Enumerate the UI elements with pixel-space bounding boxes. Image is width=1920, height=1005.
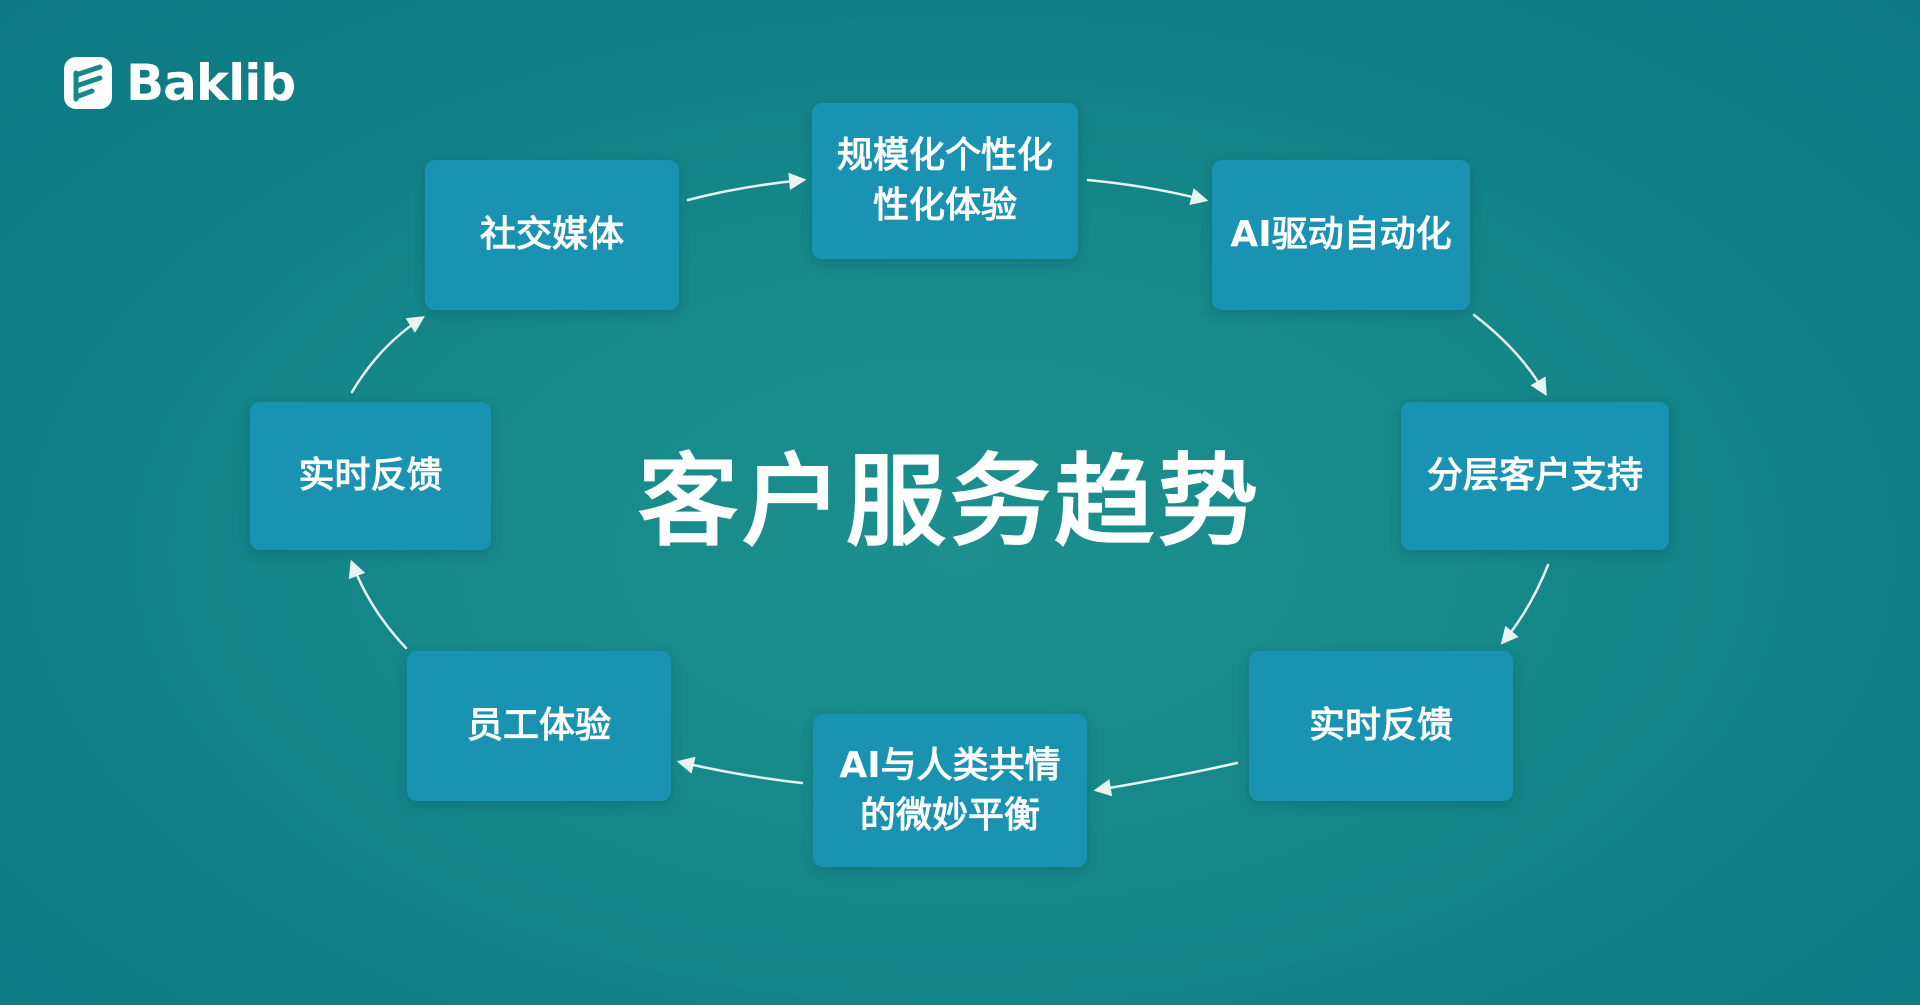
node-ai-empathy: AI与人类共情 的微妙平衡 bbox=[813, 714, 1087, 867]
arrow-social-to-personalization bbox=[686, 172, 807, 202]
node-employee-experience-label: 员工体验 bbox=[466, 705, 611, 746]
arrow-feedback-left-to-social bbox=[350, 316, 425, 394]
node-social-media-label: 社交媒体 bbox=[479, 214, 624, 255]
arrow-employee-to-feedback-left bbox=[348, 559, 408, 650]
arrow-feedback-right-to-ai-empathy bbox=[1093, 761, 1239, 797]
arrow-personalization-to-ai-automation bbox=[1086, 178, 1209, 206]
baklib-logo-icon bbox=[64, 57, 112, 109]
node-tiered-support-label: 分层客户支持 bbox=[1426, 455, 1643, 496]
node-personalization-line1: 规模化个性化 bbox=[836, 135, 1053, 176]
center-title: 客户服务趋势 bbox=[638, 443, 1262, 560]
node-realtime-feedback-left-label: 实时反馈 bbox=[298, 455, 443, 496]
brand-name: Baklib bbox=[126, 54, 296, 112]
node-social-media: 社交媒体 bbox=[425, 160, 679, 310]
node-ai-empathy-line1: AI与人类共情 bbox=[839, 744, 1061, 786]
node-personalization-line2: 性化体验 bbox=[872, 185, 1017, 226]
arrow-ai-empathy-to-employee bbox=[676, 756, 804, 785]
arrow-ai-automation-to-tiered bbox=[1472, 313, 1547, 397]
node-realtime-feedback-right-label: 实时反馈 bbox=[1308, 705, 1453, 746]
brand-logo: Baklib bbox=[62, 54, 296, 112]
node-ai-automation-label: AI驱动自动化 bbox=[1230, 214, 1452, 255]
node-personalization: 规模化个性化 性化体验 bbox=[812, 103, 1078, 259]
node-ai-empathy-line2: 的微妙平衡 bbox=[859, 794, 1040, 836]
node-employee-experience: 员工体验 bbox=[407, 651, 671, 801]
node-ai-automation: AI驱动自动化 bbox=[1212, 160, 1470, 310]
node-tiered-support: 分层客户支持 bbox=[1401, 402, 1669, 550]
node-realtime-feedback-left: 实时反馈 bbox=[250, 402, 491, 550]
node-realtime-feedback-right: 实时反馈 bbox=[1249, 651, 1513, 801]
arrow-tiered-to-feedback-right bbox=[1500, 563, 1550, 645]
